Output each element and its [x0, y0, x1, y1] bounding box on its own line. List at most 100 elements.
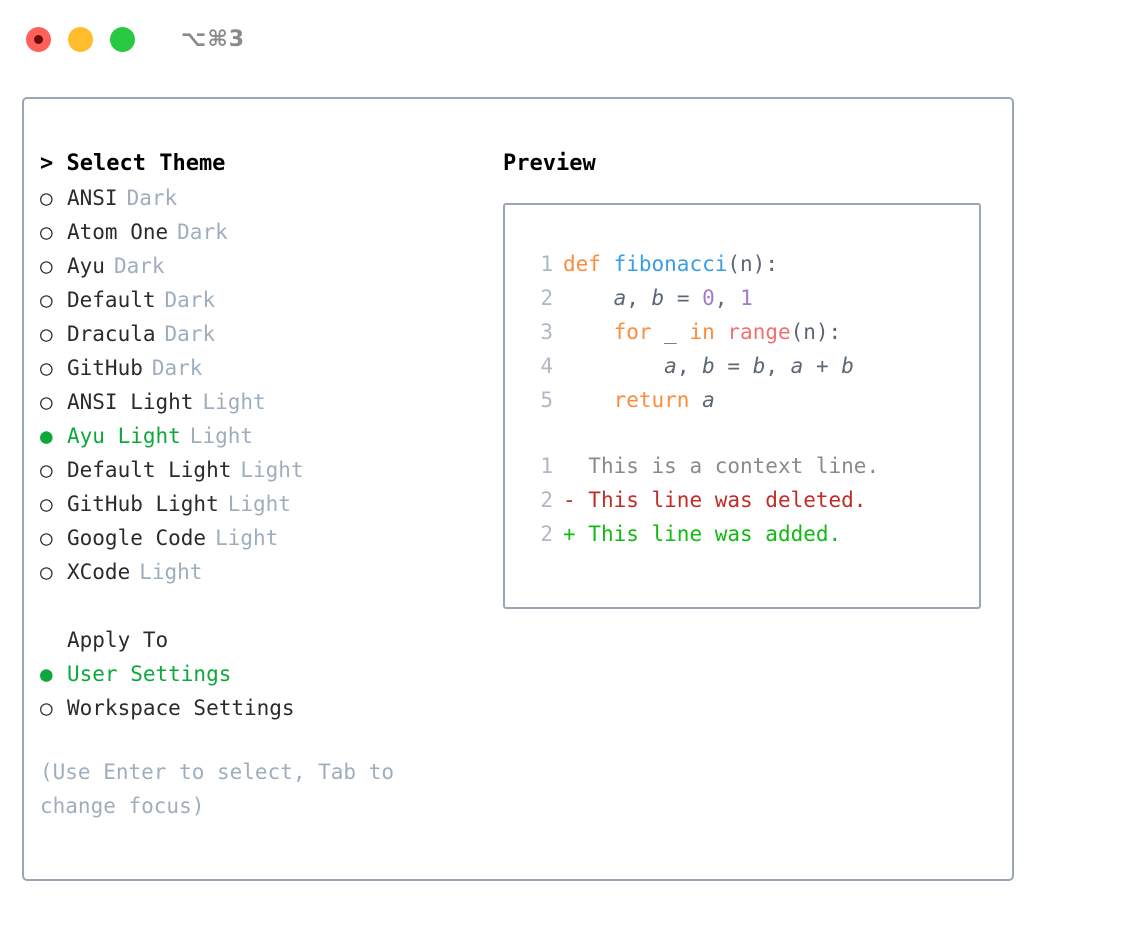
code-token: + [803, 354, 842, 378]
theme-item-label: XCode [67, 560, 131, 584]
maximize-button[interactable] [110, 26, 135, 52]
list-spacer [40, 589, 492, 623]
apply-to-list: ●User Settings○Workspace Settings [40, 657, 492, 725]
code-token: fibonacci [613, 252, 728, 276]
code-token: a [702, 388, 715, 412]
code-token: 1 [740, 286, 753, 310]
code-token: , [714, 286, 741, 310]
code-line-content: return a [563, 383, 715, 417]
keyboard-hint: (Use Enter to select, Tab to change focu… [40, 760, 395, 818]
code-token: = [714, 354, 753, 378]
code-token: return [613, 388, 690, 412]
radio-unselected-icon[interactable]: ○ [40, 526, 53, 550]
diff-marker: - [563, 488, 589, 512]
code-token: 0 [702, 286, 715, 310]
code-token: for [613, 320, 652, 344]
diff-sample: 1 This is a context line.2- This line wa… [523, 449, 979, 551]
apply-to-header-bullet-placeholder: ○ [40, 623, 67, 657]
close-button[interactable] [26, 26, 51, 52]
code-token: a [613, 286, 627, 310]
theme-item-label: GitHub [67, 356, 143, 380]
radio-selected-icon[interactable]: ● [40, 662, 53, 686]
diff-marker: + [563, 522, 589, 546]
theme-item-github[interactable]: ○ GitHub Dark [40, 351, 492, 385]
radio-unselected-icon[interactable]: ○ [40, 220, 53, 244]
theme-item-variant-tag: Light [202, 390, 266, 414]
radio-unselected-icon[interactable]: ○ [40, 322, 53, 346]
theme-item-ayu[interactable]: ○ Ayu Dark [40, 249, 492, 283]
code-token [689, 388, 702, 412]
title-bar: ⌥⌘3 [0, 0, 1140, 78]
code-token: , [676, 354, 703, 378]
theme-item-variant-tag: Light [227, 492, 291, 516]
theme-item-label: Dracula [67, 322, 156, 346]
radio-unselected-icon[interactable]: ○ [40, 288, 53, 312]
code-line-number: 1 [540, 252, 553, 276]
code-line: 4 a, b = b, a + b [523, 349, 979, 383]
code-line: 5 return a [523, 383, 979, 417]
theme-item-variant-tag: Dark [151, 356, 203, 380]
code-token: in [689, 320, 715, 344]
code-token [601, 252, 614, 276]
apply-to-header-label: Apply To [67, 628, 169, 652]
apply-to-item-workspace-settings[interactable]: ○Workspace Settings [40, 691, 492, 725]
radio-unselected-icon[interactable]: ○ [40, 390, 53, 414]
theme-item-variant-tag: Dark [126, 186, 178, 210]
radio-unselected-icon[interactable]: ○ [40, 492, 53, 516]
code-token: , [765, 354, 791, 378]
code-line: 1 def fibonacci(n): [523, 247, 979, 281]
theme-item-ansi[interactable]: ○ ANSI Dark [40, 181, 492, 215]
theme-item-variant-tag: Dark [164, 288, 216, 312]
theme-item-variant-tag: Dark [113, 254, 165, 278]
preview-box: 1 def fibonacci(n): 2 a, b = 0, 1 3 for _ i… [503, 203, 981, 609]
apply-to-header: ○ Apply To [40, 623, 492, 657]
shortcut-label: ⌥⌘3 [181, 26, 246, 52]
radio-unselected-icon[interactable]: ○ [40, 458, 53, 482]
code-line-number: 3 [540, 320, 553, 344]
code-line-number: 5 [540, 388, 553, 412]
code-line-content: a, b = 0, 1 [563, 281, 753, 315]
radio-unselected-icon[interactable]: ○ [40, 356, 53, 380]
code-token: = [664, 286, 703, 310]
code-token [563, 320, 614, 344]
code-line-content: a, b = b, a + b [563, 349, 854, 383]
radio-unselected-icon[interactable]: ○ [40, 696, 53, 720]
radio-unselected-icon[interactable]: ○ [40, 560, 53, 584]
theme-item-label: ANSI [67, 186, 118, 210]
radio-selected-icon[interactable]: ● [40, 424, 53, 448]
code-token: a [790, 354, 804, 378]
theme-item-label: Default Light [67, 458, 232, 482]
apply-to-item-user-settings[interactable]: ●User Settings [40, 657, 492, 691]
diff-line-number: 2 [540, 488, 553, 512]
code-line-content: def fibonacci(n): [563, 247, 778, 281]
radio-unselected-icon[interactable]: ○ [40, 186, 53, 210]
recording-indicator-icon [34, 34, 43, 44]
theme-item-default[interactable]: ○ Default Dark [40, 283, 492, 317]
code-token: _ [651, 320, 690, 344]
theme-item-label: Default [67, 288, 156, 312]
theme-item-variant-tag: Light [189, 424, 254, 448]
radio-unselected-icon[interactable]: ○ [40, 254, 53, 278]
theme-item-label: Ayu [67, 254, 105, 278]
theme-item-label: Atom One [67, 220, 169, 244]
minimize-button[interactable] [68, 26, 93, 52]
diff-text: This line was deleted. [588, 488, 867, 512]
window-controls [26, 26, 135, 52]
code-token [563, 354, 664, 378]
theme-item-label: Google Code [67, 526, 207, 550]
code-token: range [727, 320, 791, 344]
code-token: b [651, 286, 665, 310]
